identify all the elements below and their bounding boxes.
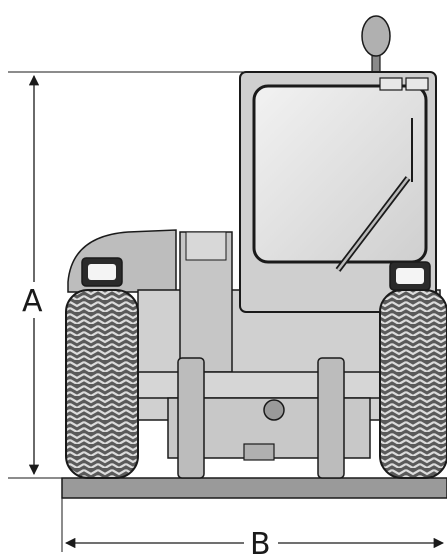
headlight-right-icon [389,261,431,291]
mirror-icon [361,15,391,75]
windshield [252,84,428,264]
ground-platform [61,477,447,499]
dimension-a: A [8,71,262,479]
tire-right-icon [379,289,447,479]
headlight-left-icon [81,257,123,287]
dimension-b: B [61,498,445,555]
operator-cab [239,71,437,313]
dimension-b-label: B [250,527,271,555]
front-axle [129,357,411,479]
dimension-a-label: A [22,284,43,319]
tire-left-icon [65,289,139,479]
